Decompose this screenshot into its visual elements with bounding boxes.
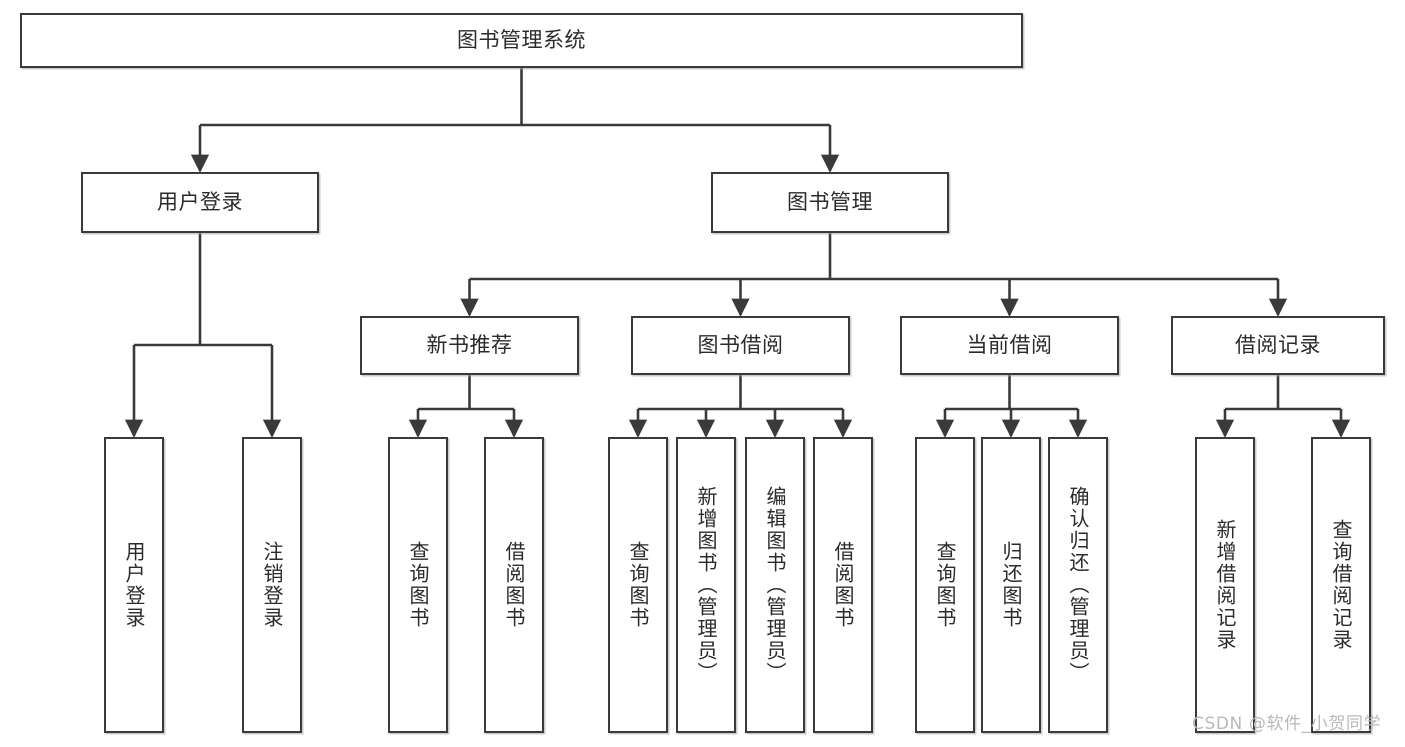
node-label: 当前借阅 xyxy=(966,332,1053,357)
node-borrow[interactable]: 图书借阅 xyxy=(631,316,850,375)
node-newbook[interactable]: 新书推荐 xyxy=(360,316,579,375)
node-label: 借阅图书 xyxy=(502,541,526,629)
node-label: 新增借阅记录 xyxy=(1213,519,1237,651)
node-leaf2[interactable]: 注销登录 xyxy=(242,437,302,733)
node-records[interactable]: 借阅记录 xyxy=(1171,316,1385,375)
node-leaf1[interactable]: 用户登录 xyxy=(104,437,164,733)
node-label: 图书借阅 xyxy=(697,332,784,357)
node-login[interactable]: 用户登录 xyxy=(81,172,319,233)
node-current[interactable]: 当前借阅 xyxy=(900,316,1119,375)
node-label: 用户登录 xyxy=(157,189,243,214)
node-leaf9[interactable]: 查询图书 xyxy=(915,437,975,733)
node-label: 用户登录 xyxy=(122,541,146,629)
node-label: 查询图书 xyxy=(406,541,430,629)
node-leaf6[interactable]: 新增图书（管理员） xyxy=(676,437,736,733)
node-label: 查询借阅记录 xyxy=(1329,519,1353,651)
node-leaf13[interactable]: 查询借阅记录 xyxy=(1311,437,1371,733)
node-leaf12[interactable]: 新增借阅记录 xyxy=(1195,437,1255,733)
node-leaf10[interactable]: 归还图书 xyxy=(981,437,1041,733)
node-leaf11[interactable]: 确认归还（管理员） xyxy=(1048,437,1108,733)
node-label: 借阅记录 xyxy=(1235,332,1321,357)
node-label: 图书管理系统 xyxy=(457,27,586,52)
node-leaf3[interactable]: 查询图书 xyxy=(388,437,448,733)
node-root[interactable]: 图书管理系统 xyxy=(20,13,1023,68)
node-leaf8[interactable]: 借阅图书 xyxy=(813,437,873,733)
node-label: 新书推荐 xyxy=(426,332,513,357)
node-label: 查询图书 xyxy=(626,541,650,629)
node-bookmgmt[interactable]: 图书管理 xyxy=(711,172,949,233)
node-label: 确认归还（管理员） xyxy=(1066,486,1090,684)
node-leaf5[interactable]: 查询图书 xyxy=(608,437,668,733)
node-label: 注销登录 xyxy=(260,541,284,629)
node-leaf7[interactable]: 编辑图书（管理员） xyxy=(745,437,805,733)
node-label: 编辑图书（管理员） xyxy=(763,486,787,684)
node-label: 新增图书（管理员） xyxy=(694,486,718,684)
node-leaf4[interactable]: 借阅图书 xyxy=(484,437,544,733)
node-label: 借阅图书 xyxy=(831,541,855,629)
node-label: 查询图书 xyxy=(933,541,957,629)
node-label: 图书管理 xyxy=(787,189,873,214)
watermark-text: CSDN @软件_小贺同学 xyxy=(1192,714,1382,734)
node-label: 归还图书 xyxy=(999,541,1023,629)
